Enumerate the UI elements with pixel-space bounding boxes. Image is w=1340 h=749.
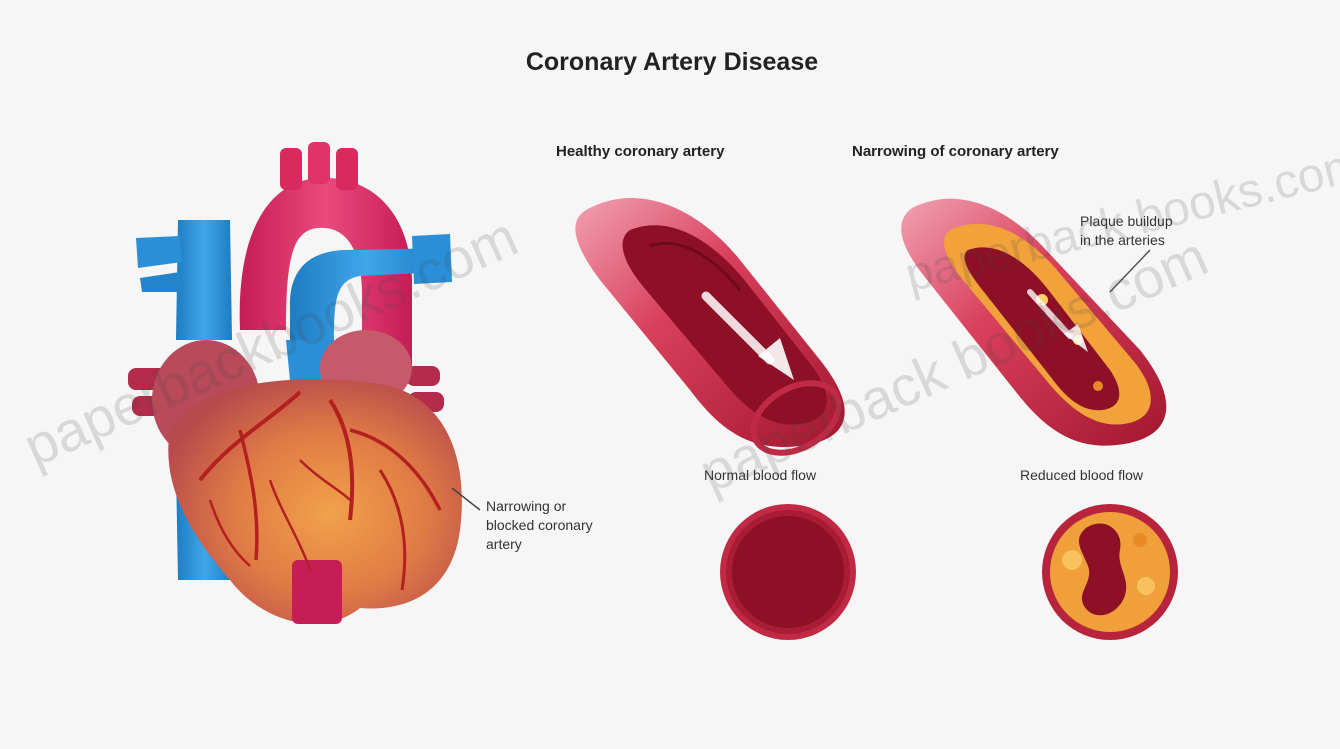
healthy-artery-heading: Healthy coronary artery (556, 143, 724, 160)
heart-callout-line-1: Narrowing or (486, 497, 593, 516)
narrowed-cross-section (1042, 504, 1178, 640)
heart-callout-line-2: blocked coronary (486, 516, 593, 535)
healthy-cross-section (720, 504, 856, 640)
narrowing-artery-heading: Narrowing of coronary artery (852, 143, 1059, 160)
heart-callout-line-3: artery (486, 535, 593, 554)
heart-callout: Narrowing or blocked coronary artery (486, 497, 593, 554)
reduced-flow-label: Reduced blood flow (1020, 467, 1143, 483)
